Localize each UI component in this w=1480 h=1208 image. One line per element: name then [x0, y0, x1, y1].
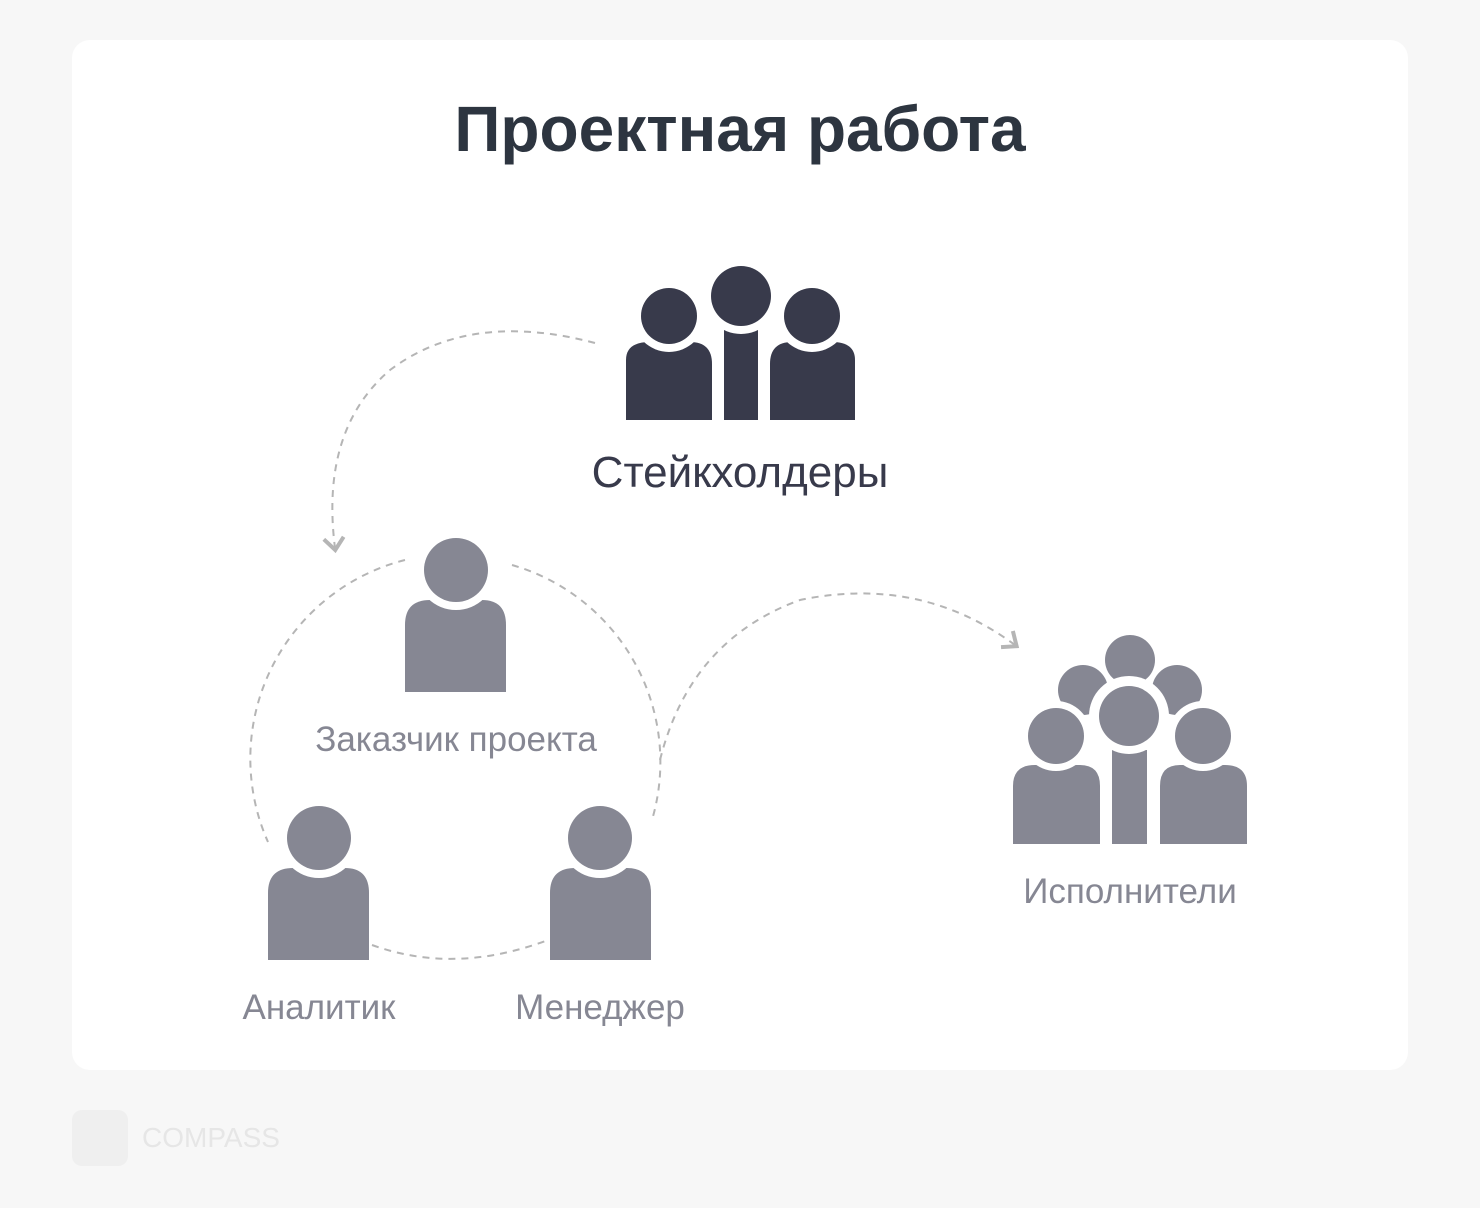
page-title: Проектная работа [454, 93, 1026, 165]
compass-logo-icon [72, 1110, 128, 1166]
arrow-stakeholders-to-team [322, 330, 596, 554]
stakeholders-label: Стейкхолдеры [591, 448, 889, 497]
executors-icon [1009, 635, 1251, 848]
client-label: Заказчик проекта [315, 720, 597, 759]
team-circle [511, 564, 662, 821]
manager-icon [550, 798, 651, 960]
executors-label: Исполнители [1023, 872, 1237, 911]
analyst-icon [268, 798, 369, 960]
analyst-label: Аналитик [242, 988, 396, 1027]
manager-label: Менеджер [515, 988, 685, 1027]
brand-name: COMPASS [142, 1122, 280, 1153]
client-icon [405, 530, 506, 692]
team-circle [371, 939, 549, 960]
arrow-team-to-executors [659, 592, 1020, 761]
team-circle [249, 559, 406, 843]
stakeholders-icon [626, 258, 855, 420]
